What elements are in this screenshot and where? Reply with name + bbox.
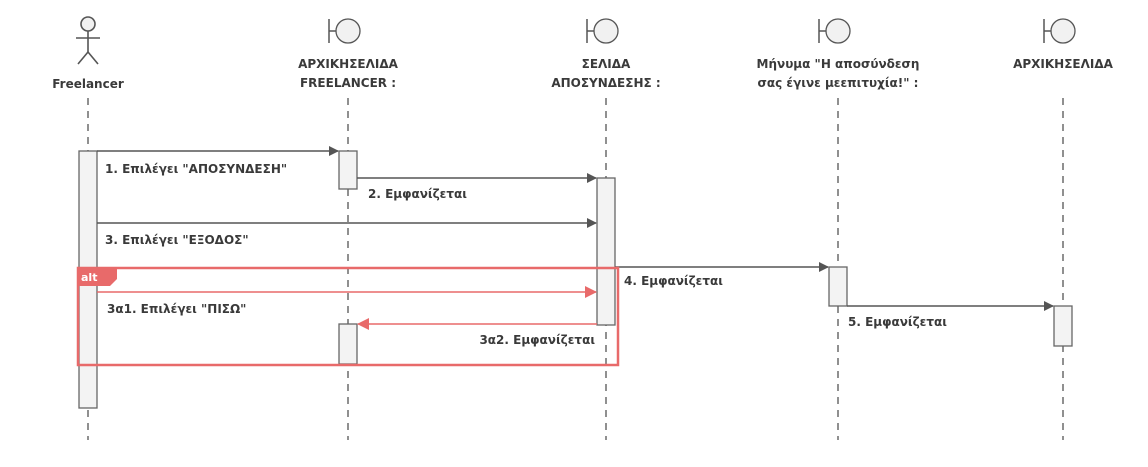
boundary-icon <box>586 18 619 44</box>
participant-label-message-line2: σας έγινε μεεπιτυχία!" : <box>758 76 919 90</box>
participant-label-freelancer: Freelancer <box>52 77 124 91</box>
alt-fragment-operator: alt <box>81 271 97 284</box>
message-label-2: 2. Εμφανίζεται <box>368 187 467 201</box>
alt-fragment-tab <box>78 268 117 286</box>
participant-label-home-freelancer-line1: ΑΡΧΙΚΗΣΕΛΙΔΑ <box>298 57 399 71</box>
alt-fragment-frame <box>76 266 620 367</box>
boundary-icon <box>328 18 361 44</box>
activation-message <box>828 266 848 307</box>
activation-home <box>1053 305 1073 347</box>
message-label-1: 1. Επιλέγει "ΑΠΟΣΥΝΔΕΣΗ" <box>105 162 287 176</box>
message-label-3a1: 3α1. Επιλέγει "ΠΙΣΩ" <box>107 302 246 316</box>
actor-icon <box>76 16 100 65</box>
participant-label-home: ΑΡΧΙΚΗΣΕΛΙΔΑ <box>1013 57 1114 71</box>
boundary-icon <box>1043 18 1076 44</box>
message-label-4: 4. Εμφανίζεται <box>624 274 723 288</box>
participant-label-message-line1: Μήνυμα "Η αποσύνδεση <box>757 57 920 71</box>
activation-home-freelancer <box>338 150 358 190</box>
message-label-3a2: 3α2. Εμφανίζεται <box>479 333 595 347</box>
message-label-5: 5. Εμφανίζεται <box>848 315 947 329</box>
message-label-3: 3. Επιλέγει "ΕΞΟΔΟΣ" <box>105 233 249 247</box>
participant-label-logout-page-line2: ΑΠΟΣΥΝΔΕΣΗΣ : <box>551 76 660 90</box>
participant-label-logout-page-line1: ΣΕΛΙΔΑ <box>582 57 631 71</box>
activation-logout-page <box>596 177 616 326</box>
boundary-icon <box>818 18 851 44</box>
participant-label-home-freelancer-line2: FREELANCER : <box>300 76 396 90</box>
activation-home-freelancer-return <box>338 323 358 365</box>
